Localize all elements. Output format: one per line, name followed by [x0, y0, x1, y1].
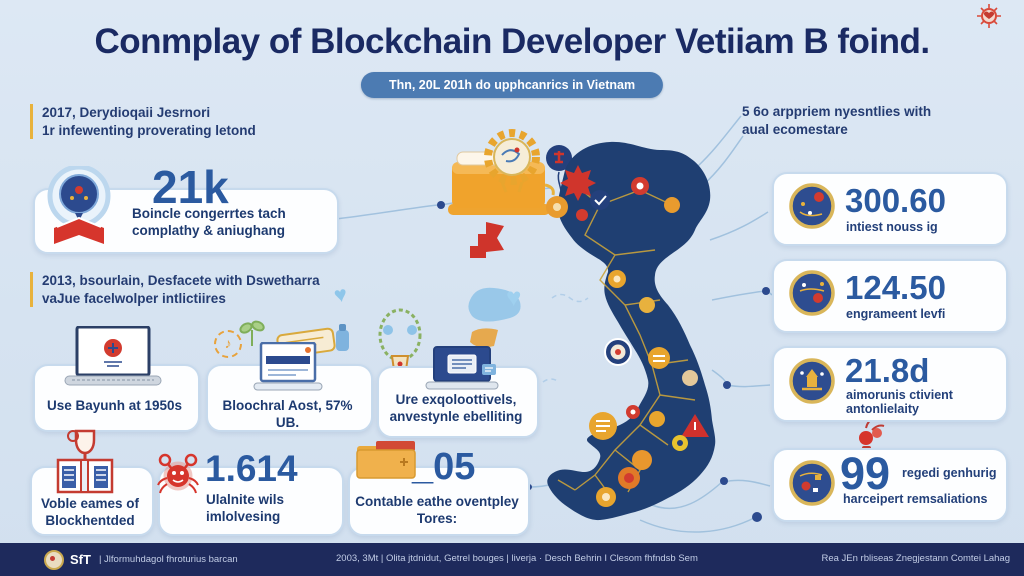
stat-124-value: 124.50: [845, 269, 946, 306]
balloon-pin-icon: [546, 145, 572, 199]
stat-99-label1: regedi genhurig: [902, 466, 997, 480]
box-ure-line2: anvestynle ebelliting: [389, 408, 523, 424]
note-2017-line1: 2017, Derydioqaii Jesrnori: [42, 105, 211, 120]
stat-218-label2: antonlielaity: [846, 402, 919, 416]
box-voble-line2: Blockhentded: [45, 512, 135, 528]
laptop-screen-icon: [424, 346, 500, 390]
stat-218-label1: aimorunis ctivient: [846, 388, 953, 402]
stat-124-label: engrameent levfi: [846, 307, 946, 321]
stat-99-label2: harceipert remsaliations: [843, 492, 988, 506]
stat-300-label: intiest nouss ig: [846, 220, 938, 234]
laptop-browser-icon: [253, 342, 323, 392]
stat-21k-label: Boincle congerrtes tach complathy & aniu…: [132, 206, 327, 240]
box-use-label: Use Bayunh at 1950s: [46, 398, 183, 413]
note-right-line1: 5 6o arppriem nyesntlies with: [742, 104, 932, 119]
box-voble-line1: Voble eames of: [40, 496, 140, 511]
box-folder-label: Contable eathe oventpley Tores:: [352, 494, 522, 528]
box-crab-line2: imlolvesing: [206, 508, 281, 524]
box-ure-line1: Ure exqoloottivels,: [395, 392, 517, 407]
stat-21k-line2: complathy & aniughang: [132, 222, 286, 238]
note-2013: 2013, bsourlain, Desfacete with Dswethar…: [30, 272, 372, 308]
stat-21k-line1: Boincle congerrtes tach: [132, 206, 286, 221]
stat-21k-value: 21k: [152, 161, 229, 213]
crab-icon: [155, 448, 201, 498]
box-blood-label: Bloochral Aost, 57% UB.: [222, 398, 353, 430]
map-badges: [546, 177, 709, 507]
note-2013-line1: 2013, bsourlain, Desfacete with Dswethar…: [42, 273, 320, 288]
box-voble-label: Voble eames of Blockhentded: [32, 496, 148, 530]
globe-badge-icon: [788, 269, 836, 317]
mitten-doodle: [468, 287, 521, 348]
box-folder-line1: Contable eathe oventpley: [355, 494, 519, 509]
note-2017-line2: 1r infewenting proverating letond: [42, 122, 256, 138]
vietnam-map: [546, 141, 716, 521]
laptop-logo-icon: [64, 326, 162, 390]
footer-left-text: | Jlformuhdagol fhroturius barcan: [98, 554, 238, 565]
footer-brand: SfT: [70, 552, 91, 567]
sun-heart-icon: [977, 4, 1001, 28]
balloon-book-icon: [44, 166, 114, 256]
folder-icon: [356, 440, 416, 480]
box-folder-value: _05: [412, 446, 476, 488]
note-right-line2: aual ecomestare: [742, 121, 848, 137]
trophy-building-icon: [52, 428, 116, 498]
heart-doodle: ♥: [506, 282, 522, 312]
note-2017: 2017, Derydioqaii Jesrnori 1r infewentin…: [30, 104, 352, 140]
sea-dashes: [542, 246, 615, 383]
footer-bar: SfT | Jlformuhdagol fhroturius barcan 20…: [0, 543, 1024, 576]
gear-icon: [484, 129, 540, 193]
box-ure-label: Ure exqoloottivels, anvestynle ebellitin…: [380, 392, 532, 426]
box-crab-label: Ulalnite wils imlolvesing: [206, 492, 331, 526]
note-right: 5 6o arppriem nyesntlies with aual ecome…: [742, 103, 1007, 138]
box-crab-value: 1.614: [205, 448, 298, 489]
starburst-icon: [560, 165, 596, 201]
globe-badge-icon: [788, 459, 836, 507]
music-note-icon: ♪: [214, 330, 242, 358]
red-flag-icon: [470, 222, 504, 258]
subtitle-badge: Thn, 20L 201h do upphcanrics in Vietnam: [360, 72, 664, 98]
wreath-icon: [378, 308, 422, 376]
globe-badge-icon: [788, 182, 836, 230]
stat-300-value: 300.60: [845, 182, 946, 219]
page-title: Conmplay of Blockchain Developer Vetiiam…: [94, 22, 930, 61]
box-crab-line1: Ulalnite wils: [206, 492, 285, 507]
footer-right-text: Rea JEn rbliseas Znegjestann Comtei Laha…: [821, 553, 1010, 564]
temple-badge-icon: [788, 357, 836, 405]
stat-99-value: 99: [840, 448, 891, 499]
footer-center-text: 2003, 3Mt | Olita jtdnidut, Getrel bouge…: [336, 553, 698, 564]
footer-logo-icon: [44, 549, 64, 570]
box-folder-line2: Tores:: [416, 510, 458, 526]
sprout-icon: [239, 320, 265, 346]
note-2013-line2: vaJue facelwolper intlictiires: [42, 290, 226, 306]
box-blood-panel: [206, 364, 373, 432]
stat-218-value: 21.8d: [845, 352, 930, 389]
bottle-icon: [336, 324, 349, 351]
